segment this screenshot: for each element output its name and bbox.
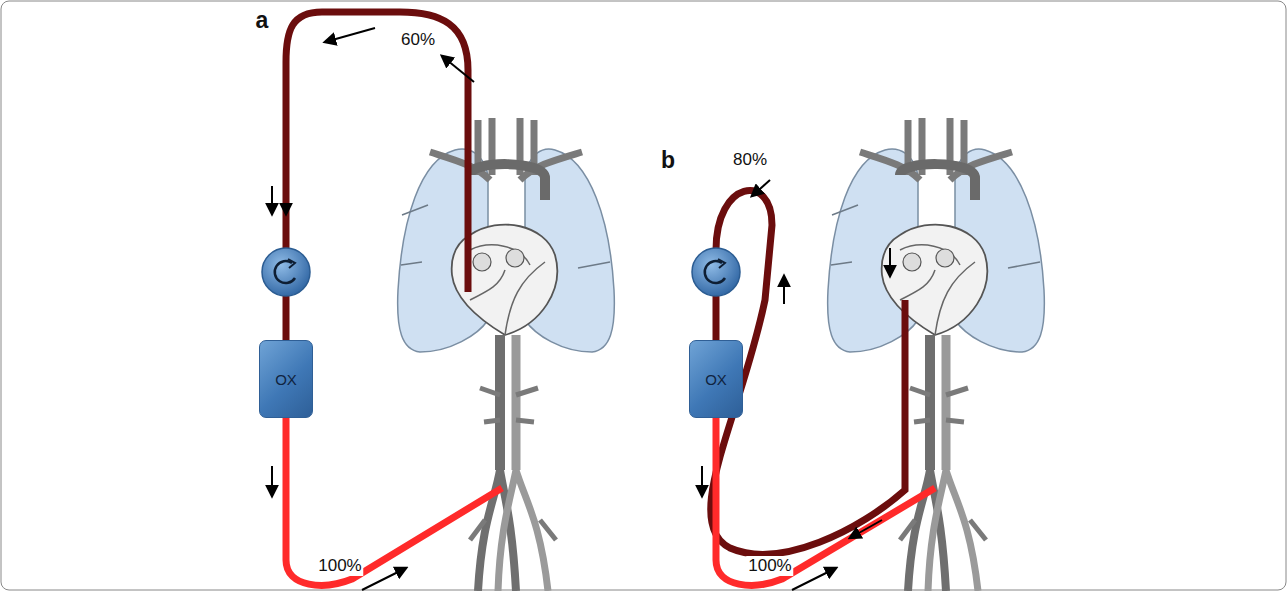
saturation-label: 100% (316, 556, 363, 576)
drainage-cannula (286, 12, 468, 292)
return-cannula (716, 418, 935, 585)
oxygenator-box: OX (689, 340, 743, 418)
pump-symbol (692, 248, 740, 296)
body-illustration (398, 118, 615, 591)
saturation-label: 80% (731, 150, 769, 170)
drainage-cannula (713, 296, 720, 340)
return-cannula (286, 418, 502, 585)
oxygenator-box: OX (259, 340, 313, 418)
flow-arrow (272, 28, 890, 590)
panel-letter: b (659, 147, 677, 174)
pump-symbol (262, 248, 310, 296)
node-text: OX (705, 371, 727, 388)
saturation-label: 60% (399, 30, 437, 50)
node-text: OX (275, 371, 297, 388)
panel-letter: a (254, 7, 271, 34)
saturation-label: 100% (746, 556, 793, 576)
drainage-cannula (283, 296, 290, 340)
